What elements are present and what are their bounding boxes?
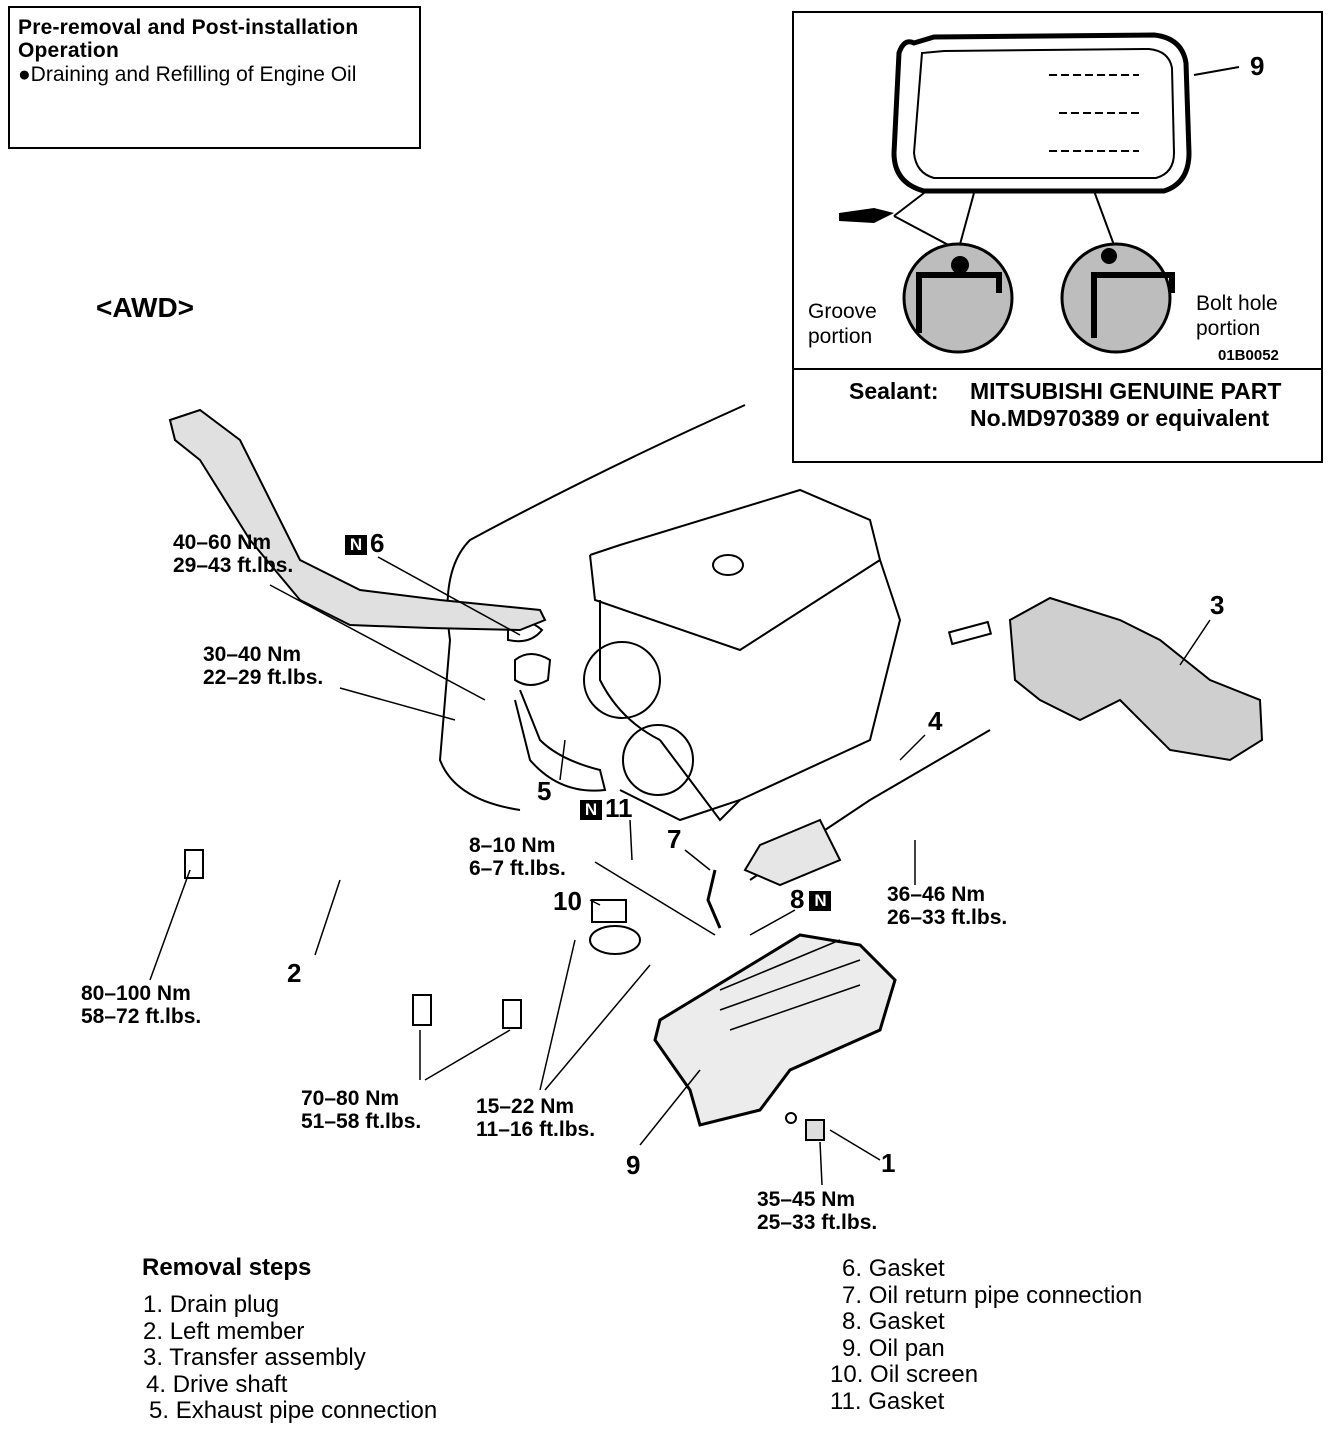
oil-screen (589, 899, 641, 955)
torque-drain-plug: 35–45 Nm 25–33 ft.lbs. (757, 1188, 878, 1234)
torque-drive-shaft: 36–46 Nm 26–33 ft.lbs. (887, 883, 1008, 929)
callout-2: 2 (287, 958, 302, 988)
callout-3: 3 (1210, 590, 1225, 620)
removal-steps-heading: Removal steps (142, 1254, 312, 1281)
pre-removal-box: Pre-removal and Post-installation Operat… (8, 6, 421, 149)
torque-exhaust-upper: 40–60 Nm 29–43 ft.lbs. (173, 531, 294, 577)
list-item: 11. Gasket (830, 1387, 945, 1415)
oil-return-pipe (706, 869, 722, 929)
groove-detail-circle (902, 242, 1014, 354)
callout-5: 5 (537, 776, 552, 806)
variant-label-text: <AWD> (96, 292, 195, 323)
removal-steps-right: 6. Gasket 7. Oil return pipe connection … (830, 1255, 1143, 1415)
list-item: 8. Gasket (842, 1308, 945, 1335)
leader-lines (149, 556, 1211, 1186)
left-member-bolts (184, 849, 522, 1029)
list-item: 1. Drain plug (143, 1291, 280, 1318)
n-mark-badge: N (580, 800, 602, 821)
sealant-label: Sealant: (849, 378, 939, 404)
callout-9: 9 (626, 1150, 641, 1180)
sealant-tube-icon (839, 208, 894, 223)
inset-callout-9: 9 (1250, 51, 1265, 81)
list-item: 4. Drive shaft (146, 1370, 288, 1398)
exploded-diagram (149, 404, 1264, 1186)
n-mark-badge: N (809, 891, 832, 912)
n-mark-badge: N (345, 535, 367, 556)
torque-return-pipe: 8–10 Nm 6–7 ft.lbs. (469, 834, 566, 880)
left-member (168, 408, 547, 632)
drain-plug (805, 1119, 825, 1141)
oil-pan-outline (891, 32, 1192, 194)
callout-4: 4 (928, 706, 943, 736)
list-item: 7. Oil return pipe connection (842, 1281, 1143, 1309)
bolt-hole-detail-circle (1060, 242, 1172, 354)
list-item: 9. Oil pan (842, 1334, 945, 1362)
groove-label: Groove portion (808, 300, 877, 348)
engine-block (438, 404, 902, 822)
removal-steps-left: 1. Drain plug 2. Left member 3. Transfer… (143, 1291, 438, 1425)
list-item: 10. Oil screen (830, 1361, 979, 1388)
list-item: 6. Gasket (842, 1255, 945, 1282)
callout-10: 10 (553, 886, 582, 916)
bolt-hole-label: Bolt hole portion (1196, 292, 1278, 340)
pre-removal-title: Pre-removal and Post-installation Operat… (18, 16, 359, 62)
transfer-assembly (1008, 596, 1264, 762)
callout-7: 7 (667, 824, 682, 854)
list-item: 5. Exhaust pipe connection (149, 1397, 438, 1424)
drive-shaft (743, 729, 991, 887)
sealant-text: MITSUBISHI GENUINE PART No.MD970389 or e… (970, 378, 1282, 431)
callout-1: 1 (881, 1148, 896, 1178)
oil-pan-sealant-illustration (839, 32, 1240, 354)
oil-pan-inner (912, 47, 1176, 179)
sealant-inset: 9 Groove portion Bolt hole portion 01B00… (792, 11, 1323, 463)
list-item: 3. Transfer assembly (143, 1344, 366, 1371)
callout-8-number: 8 (790, 884, 805, 914)
callout-11-number: 11 (605, 793, 633, 823)
inset-divider (794, 368, 1321, 370)
torque-left-member-rear: 70–80 Nm 51–58 ft.lbs. (301, 1087, 422, 1133)
torque-exhaust-lower: 30–40 Nm 22–29 ft.lbs. (203, 643, 324, 689)
callout-6-number: 6 (370, 528, 385, 558)
pre-removal-item: ●Draining and Refilling of Engine Oil (18, 63, 357, 86)
torque-oil-pan-bolts: 15–22 Nm 11–16 ft.lbs. (476, 1095, 596, 1141)
list-item: 2. Left member (143, 1317, 305, 1345)
exhaust-pipe (507, 621, 607, 792)
oil-pan (653, 933, 897, 1127)
figure-code: 01B0052 (1218, 347, 1279, 364)
torque-left-member-front: 80–100 Nm 58–72 ft.lbs. (81, 982, 202, 1028)
variant-label: <AWD> (96, 292, 194, 324)
